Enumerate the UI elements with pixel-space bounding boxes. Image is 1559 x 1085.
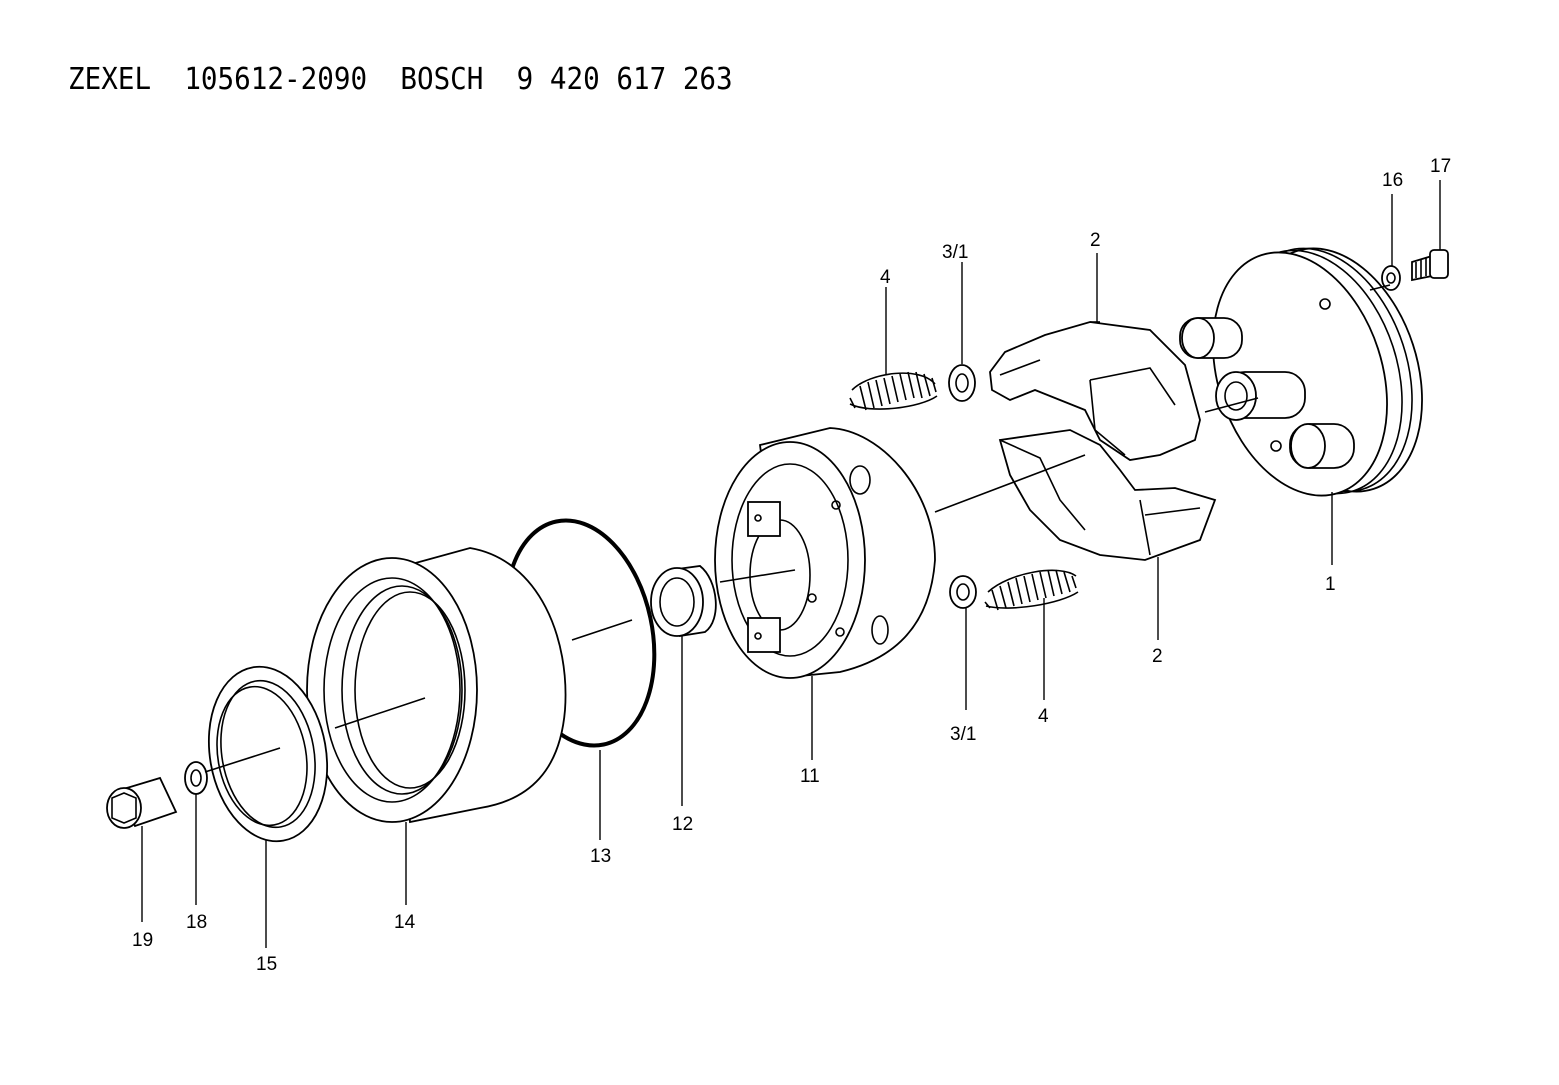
assembly-axis	[204, 284, 1391, 773]
callout-11: 11	[800, 766, 820, 787]
callout-2-top: 2	[1090, 230, 1101, 251]
part-17-screw	[1411, 249, 1449, 282]
callout-3-1-top: 3/1	[942, 242, 968, 263]
callout-3-1-bottom: 3/1	[950, 724, 976, 745]
callout-19: 19	[132, 930, 153, 951]
part-15-seal-ring	[207, 665, 329, 843]
callout-16: 16	[1382, 170, 1403, 191]
callout-12: 12	[672, 814, 693, 835]
part-4-spring-upper	[849, 371, 938, 411]
part-2-coupling-block-lower	[998, 429, 1217, 561]
callout-18: 18	[186, 912, 207, 933]
leader-lines	[141, 180, 1441, 948]
part-16-small-washer	[1381, 265, 1401, 291]
callout-2-bottom: 2	[1152, 646, 1163, 667]
callout-4-bottom: 4	[1038, 706, 1049, 727]
callout-17: 17	[1430, 156, 1451, 177]
part-14-housing-ring	[306, 547, 567, 824]
callout-14: 14	[394, 912, 416, 933]
callout-4-top: 4	[880, 267, 891, 288]
diagram-title: ZEXEL 105612-2090 BOSCH 9 420 617 263	[68, 62, 733, 97]
part-3-1-washer-lower	[949, 575, 977, 609]
callout-13: 13	[590, 846, 611, 867]
part-19-plug	[106, 776, 178, 829]
part-12-bearing	[650, 565, 717, 638]
part-18-washer	[184, 761, 208, 795]
part-4-spring-lower	[984, 569, 1079, 611]
part-3-1-washer-upper	[948, 364, 976, 402]
part-11-hub	[714, 427, 936, 679]
callout-labels: 1 2 2 3/1 3/1 4 4 11 12 13 14 15 16 17 1…	[132, 156, 1451, 975]
part-1-flange-plate	[1179, 247, 1423, 497]
part-2-coupling-block-upper	[989, 321, 1201, 461]
callout-1: 1	[1325, 574, 1336, 595]
callout-15: 15	[256, 954, 277, 975]
